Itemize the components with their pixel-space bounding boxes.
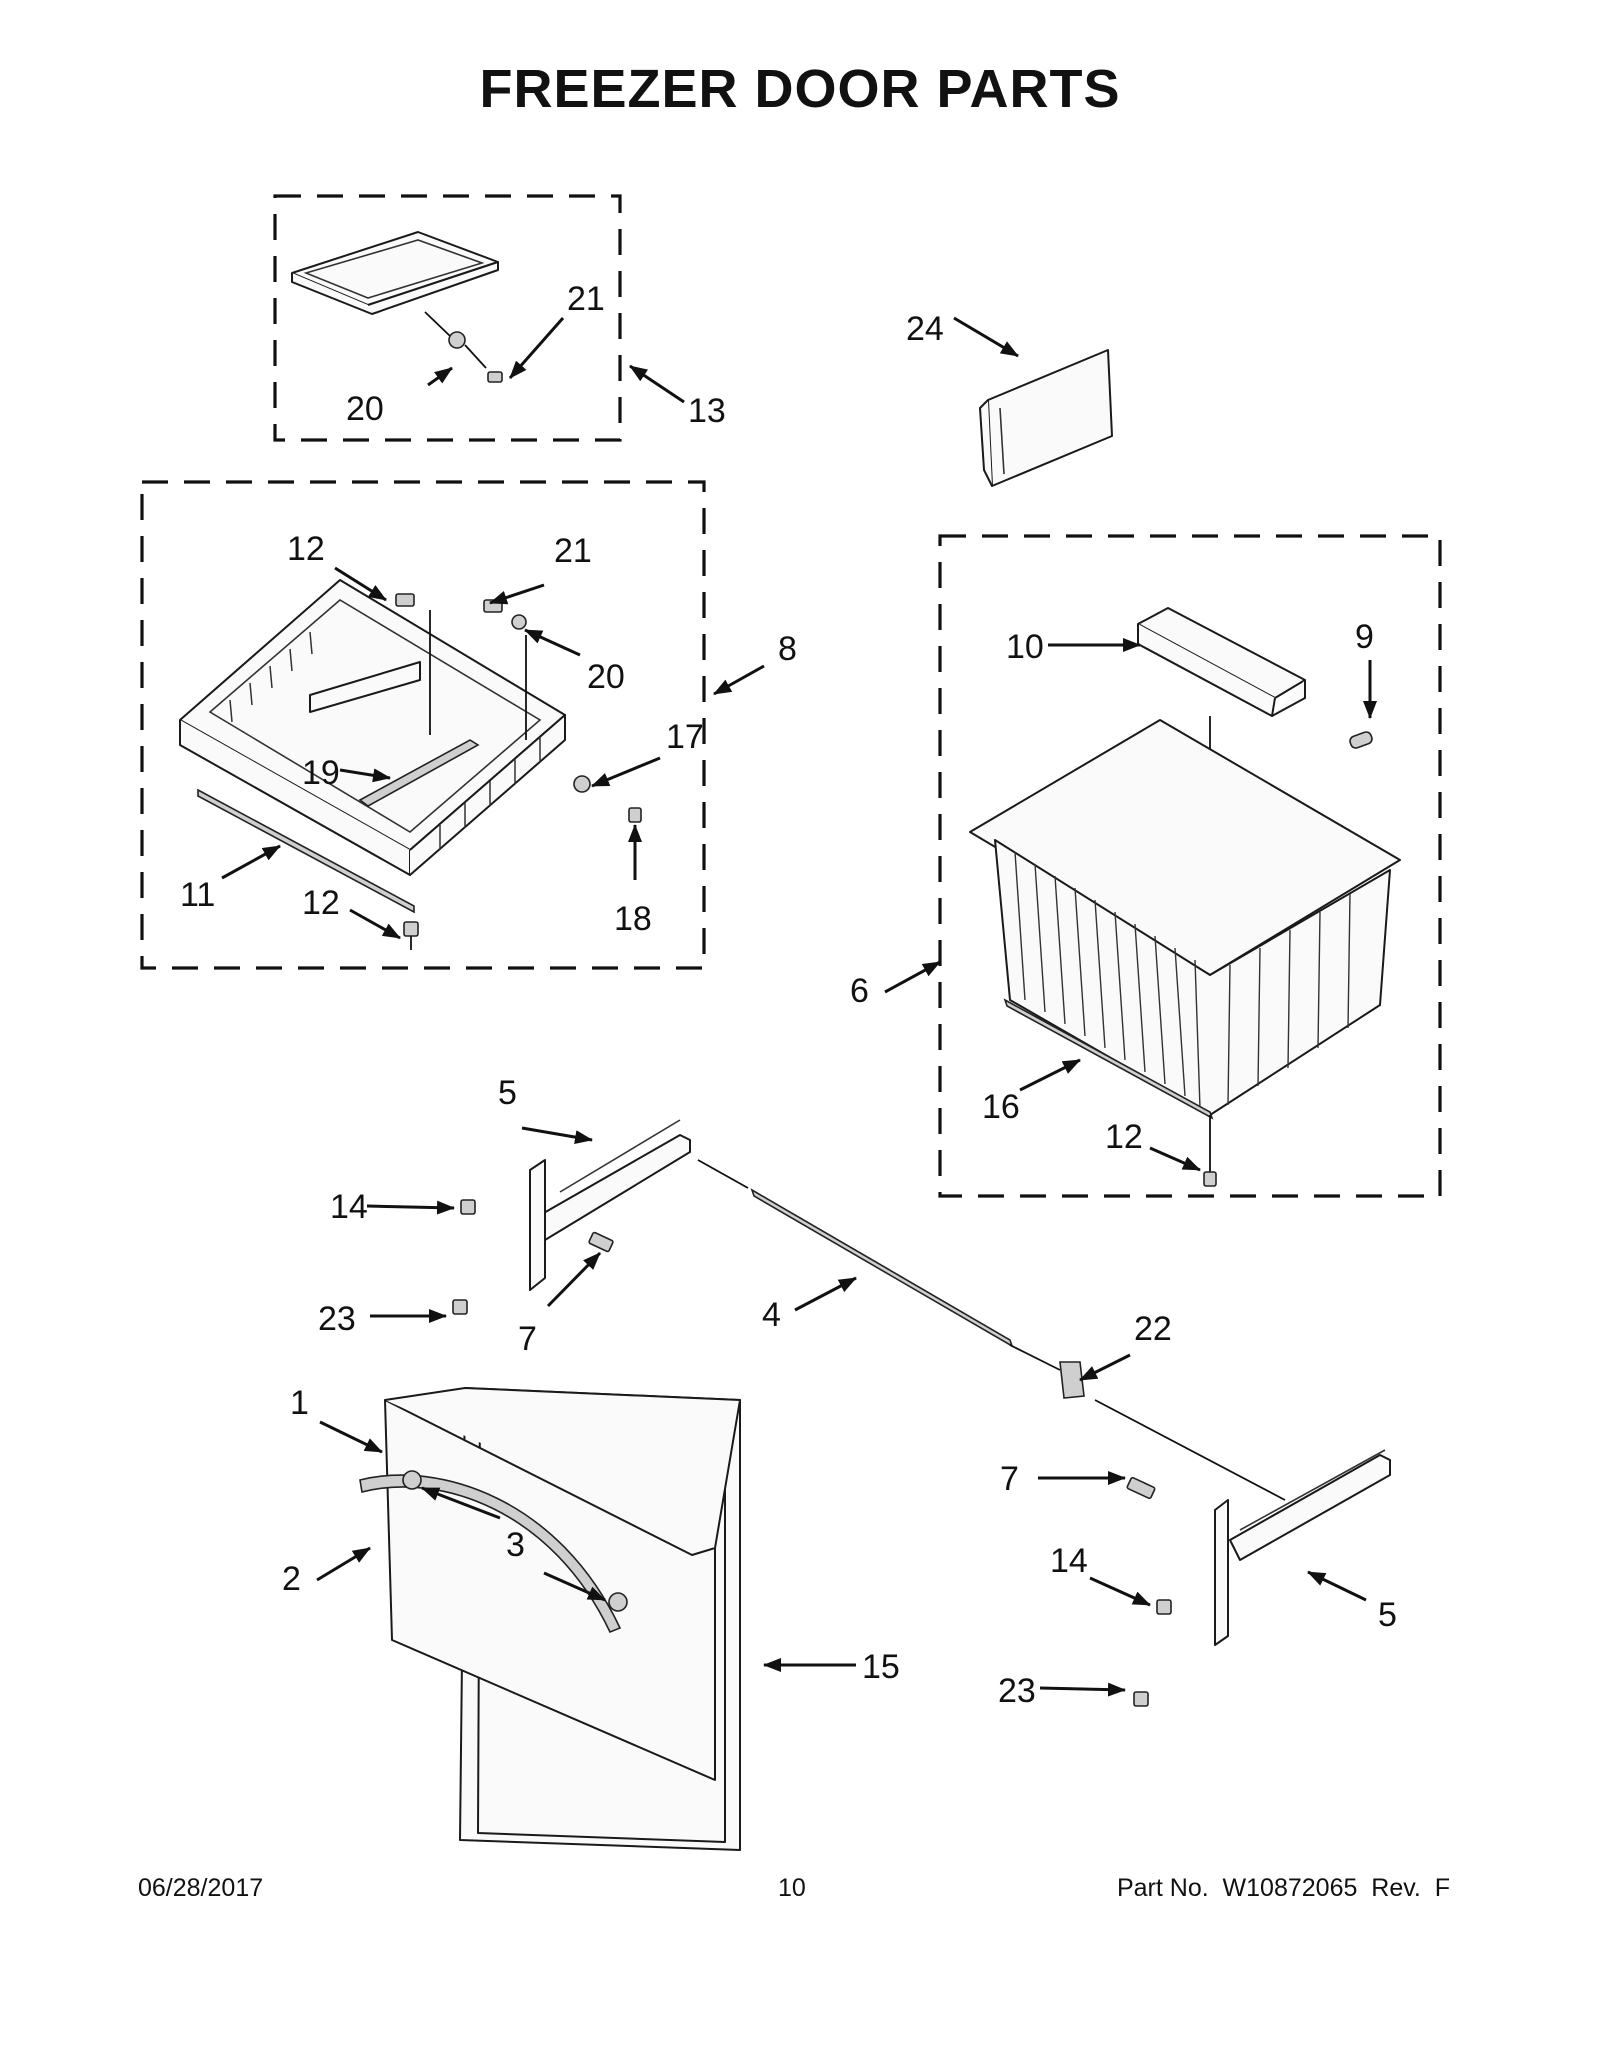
callout-3: 3 <box>506 1526 525 1564</box>
footer-page-number: 10 <box>778 1874 806 1902</box>
group-box-13 <box>273 194 622 442</box>
callout-6: 6 <box>850 972 869 1010</box>
basket-assembly-part-6 <box>969 607 1401 1187</box>
page-title: FREEZER DOOR PARTS <box>479 59 1121 119</box>
callout-10: 10 <box>1006 628 1044 666</box>
callout-12-basket: 12 <box>1105 1118 1143 1156</box>
callout-13: 13 <box>688 392 726 430</box>
callout-17: 17 <box>666 718 704 756</box>
drawer-assembly-part-8 <box>179 579 642 950</box>
footer-part-number: Part No. W10872065 Rev. F <box>1116 1874 1450 1902</box>
callout-7-left: 7 <box>518 1320 537 1358</box>
callout-21-top: 21 <box>567 280 605 318</box>
slide-rail-right-part-5 <box>1126 1449 1391 1707</box>
callout-15: 15 <box>862 1648 900 1686</box>
callout-20-drawer: 20 <box>587 658 625 696</box>
callout-24: 24 <box>906 310 944 348</box>
callout-9: 9 <box>1355 618 1374 656</box>
callout-18: 18 <box>614 900 652 938</box>
callout-23-left: 23 <box>318 1300 356 1338</box>
callout-14-left: 14 <box>330 1188 368 1226</box>
callout-5-left: 5 <box>498 1074 517 1112</box>
leader-arrows <box>221 316 1377 1697</box>
callout-8: 8 <box>778 630 797 668</box>
freezer-door-part-1 <box>359 1387 741 1851</box>
shaft-part-4 <box>697 1159 1286 1501</box>
callout-11: 11 <box>180 876 215 914</box>
callout-16: 16 <box>982 1088 1020 1126</box>
callout-21-drawer: 21 <box>554 532 592 570</box>
callout-2: 2 <box>282 1560 301 1598</box>
group-box-6 <box>938 534 1442 1198</box>
footer-date: 06/28/2017 <box>138 1874 264 1902</box>
callout-20-top: 20 <box>346 390 384 428</box>
callout-1: 1 <box>290 1384 309 1422</box>
callout-12-drawer-bottom: 12 <box>302 884 340 922</box>
callout-5-right: 5 <box>1378 1596 1397 1634</box>
slide-rail-left-part-5 <box>452 1119 691 1315</box>
callout-14-right: 14 <box>1050 1542 1088 1580</box>
callout-23-right: 23 <box>998 1672 1036 1710</box>
callout-7-right: 7 <box>1000 1460 1019 1498</box>
callout-labels: 20 21 13 24 12 21 20 8 17 18 19 11 12 10… <box>180 280 1397 1710</box>
callout-4: 4 <box>762 1296 781 1334</box>
door-panel-part-24 <box>979 349 1113 487</box>
callout-12-drawer-top: 12 <box>287 530 325 568</box>
callout-22: 22 <box>1134 1310 1172 1348</box>
group-box-8 <box>140 480 706 970</box>
shelf-tray-part <box>291 231 503 383</box>
callout-19: 19 <box>302 754 340 792</box>
